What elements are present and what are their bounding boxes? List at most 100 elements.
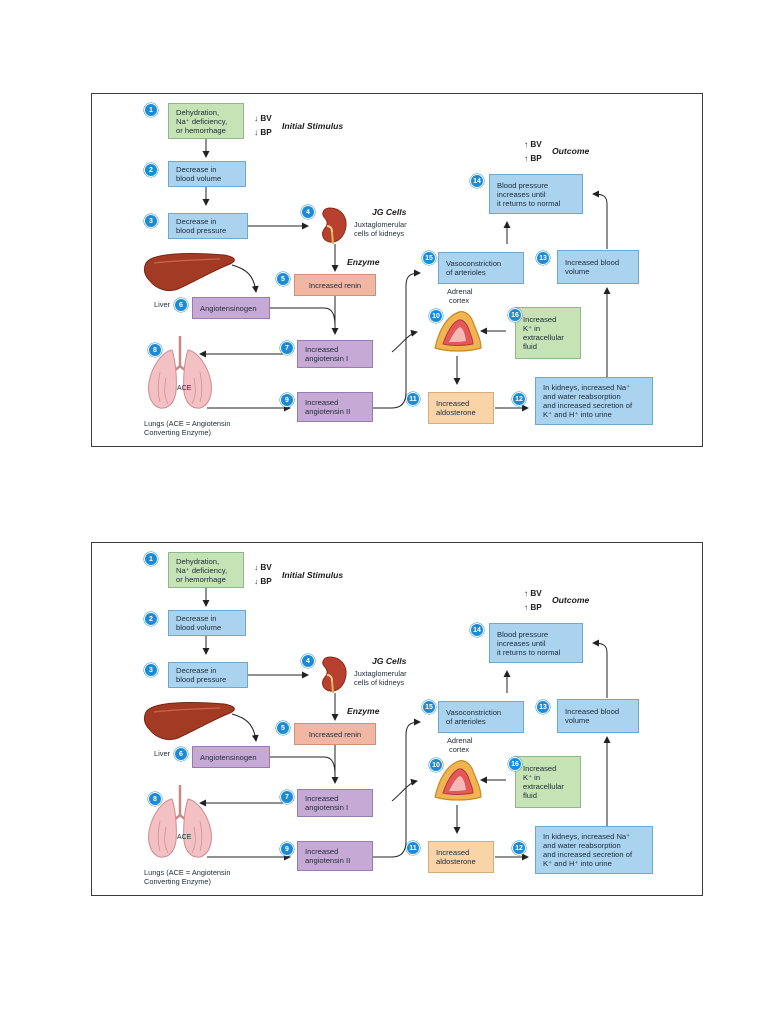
step-number-13: 13 [536, 251, 550, 265]
step-number-4: 4 [301, 205, 315, 219]
step-6-angiotensinogen: Angiotensinogen [192, 297, 270, 319]
step-number-9: 9 [280, 842, 294, 856]
liver-icon [143, 702, 235, 741]
ace-label: ACE [177, 834, 192, 841]
step-5-increased-renin: Increased renin [294, 723, 376, 745]
step-number-14: 14 [470, 174, 484, 188]
arrow-6-to-7 [270, 756, 336, 776]
step-5-increased-renin: Increased renin [294, 274, 376, 296]
outcome-label: Outcome [552, 595, 590, 605]
adrenal-label-line-2: cortex [449, 296, 470, 305]
step-number-4: 4 [301, 654, 315, 668]
outcome-bv-label: ↑ BV [524, 589, 542, 598]
step-12-kidney-reabsorption: In kidneys, increased Na⁺and water reabs… [535, 826, 653, 874]
arrow-13-to-14 [592, 639, 608, 698]
step-number-11: 11 [406, 392, 420, 406]
outcome-bv-label: ↑ BV [524, 140, 542, 149]
jg-cells-line-2: cells of kidneys [354, 678, 405, 687]
ace-label: ACE [177, 385, 192, 392]
outcome-label: Outcome [552, 146, 590, 156]
initial-stimulus-label: Initial Stimulus [282, 121, 344, 131]
adrenal-label-line-1: Adrenal [447, 287, 473, 296]
arrow-9-to-10 [391, 778, 418, 802]
step-number-6: 6 [174, 298, 188, 312]
step-number-11: 11 [406, 841, 420, 855]
enzyme-label: Enzyme [347, 257, 380, 267]
step-number-12: 12 [512, 841, 526, 855]
step-number-8: 8 [148, 343, 162, 357]
flow-arrows [199, 588, 611, 861]
step-number-13: 13 [536, 700, 550, 714]
step-number-10: 10 [429, 309, 443, 323]
arrow-6-to-7 [270, 307, 336, 327]
initial-bp-label: ↓ BP [254, 128, 272, 137]
lungs-label-line-1: Lungs (ACE = Angiotensin [144, 419, 231, 428]
adrenal-label-line-2: cortex [449, 745, 470, 754]
step-number-5: 5 [276, 721, 290, 735]
step-number-9: 9 [280, 393, 294, 407]
adrenal-label-line-1: Adrenal [447, 736, 473, 745]
liver-label: Liver [154, 749, 171, 758]
liver-label: Liver [154, 300, 171, 309]
step-12-kidney-reabsorption: In kidneys, increased Na⁺and water reabs… [535, 377, 653, 425]
arrow-liver-to-6 [231, 713, 259, 742]
initial-bv-label: ↓ BV [254, 114, 272, 123]
enzyme-label: Enzyme [347, 706, 380, 716]
lungs-icon [148, 785, 212, 858]
step-number-2: 2 [144, 612, 158, 626]
diagram-panel-1: Dehydration,Na⁺ deficiency,or hemorrhage… [91, 93, 703, 447]
arrow-13-to-14 [592, 190, 608, 249]
step-number-1: 1 [144, 552, 158, 566]
liver-icon [143, 253, 235, 292]
step-number-16: 16 [508, 308, 522, 322]
step-number-6: 6 [174, 747, 188, 761]
step-number-1: 1 [144, 103, 158, 117]
kidney-icon [322, 207, 347, 245]
jg-cells-line-1: Juxtaglomerular [354, 220, 407, 229]
step-number-14: 14 [470, 623, 484, 637]
arrow-9-to-15 [372, 718, 421, 858]
step-1-stimulus: Dehydration,Na⁺ deficiency,or hemorrhage [168, 552, 244, 588]
step-number-16: 16 [508, 757, 522, 771]
initial-stimulus-label: Initial Stimulus [282, 570, 344, 580]
step-number-5: 5 [276, 272, 290, 286]
lungs-icon [148, 336, 212, 409]
jg-cells-title: JG Cells [372, 656, 407, 666]
kidney-icon [322, 656, 347, 694]
adrenal-cortex-icon [434, 311, 482, 352]
jg-cells-line-2: cells of kidneys [354, 229, 405, 238]
arrow-liver-to-6 [231, 264, 259, 293]
jg-cells-line-1: Juxtaglomerular [354, 669, 407, 678]
jg-cells-title: JG Cells [372, 207, 407, 217]
diagram-panel-2: Dehydration,Na⁺ deficiency,or hemorrhage… [91, 542, 703, 896]
step-number-8: 8 [148, 792, 162, 806]
step-number-2: 2 [144, 163, 158, 177]
lungs-label-line-1: Lungs (ACE = Angiotensin [144, 868, 231, 877]
lungs-label-line-2: Converting Enzyme) [144, 428, 211, 437]
step-number-3: 3 [144, 663, 158, 677]
outcome-bp-label: ↑ BP [524, 154, 542, 163]
step-number-7: 7 [280, 790, 294, 804]
lungs-label-line-2: Converting Enzyme) [144, 877, 211, 886]
step-1-stimulus: Dehydration,Na⁺ deficiency,or hemorrhage [168, 103, 244, 139]
outcome-bp-label: ↑ BP [524, 603, 542, 612]
step-6-angiotensinogen: Angiotensinogen [192, 746, 270, 768]
